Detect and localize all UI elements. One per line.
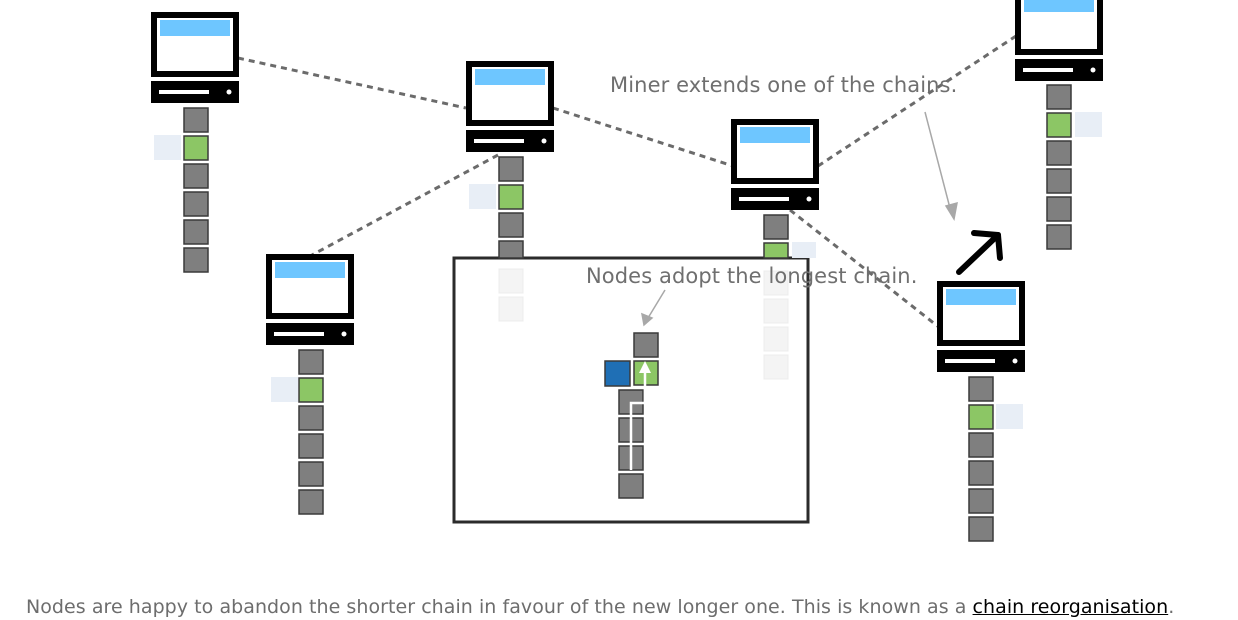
blockchain xyxy=(271,349,324,515)
block xyxy=(183,219,209,245)
network-link xyxy=(237,56,467,110)
block xyxy=(298,349,324,375)
network-links xyxy=(237,34,1017,330)
faded-block xyxy=(763,298,789,324)
pointer-arrowhead-icon xyxy=(641,312,654,327)
annotation-pointers xyxy=(641,111,958,327)
node-2 xyxy=(466,61,554,322)
network-link xyxy=(789,208,941,330)
reorg-path xyxy=(629,372,647,470)
block xyxy=(183,107,209,133)
orphan-block xyxy=(154,135,181,160)
block xyxy=(968,432,994,458)
block xyxy=(183,163,209,189)
faded-block xyxy=(498,296,524,322)
blockchain xyxy=(1046,84,1102,250)
network-link xyxy=(311,153,499,257)
reorg-arrowhead-icon xyxy=(639,361,651,373)
arrow-up-right-icon xyxy=(956,230,1003,275)
node-4 xyxy=(1015,0,1103,250)
orphan-block xyxy=(792,242,816,258)
block xyxy=(498,212,524,238)
orphan-block xyxy=(1075,112,1102,137)
network-link xyxy=(552,106,734,168)
blockchain xyxy=(968,376,1023,542)
block xyxy=(1046,196,1072,222)
block xyxy=(1046,140,1072,166)
zoomed-chain xyxy=(604,332,659,499)
block xyxy=(1046,112,1072,138)
block xyxy=(298,377,324,403)
blockchain xyxy=(469,156,524,322)
caption-text: Nodes are happy to abandon the shorter c… xyxy=(26,596,973,618)
block xyxy=(298,405,324,431)
block xyxy=(618,473,644,499)
pointer-line xyxy=(924,111,952,213)
orphan-block xyxy=(469,184,496,209)
annotation-nodes-adopt: Nodes adopt the longest chain. xyxy=(586,264,918,288)
new-block xyxy=(604,360,631,387)
computer-icon xyxy=(266,254,354,345)
computer-icon xyxy=(1015,0,1103,81)
faded-block xyxy=(763,326,789,352)
block xyxy=(763,214,789,240)
block xyxy=(183,247,209,273)
block xyxy=(498,240,524,259)
computer-icon xyxy=(151,12,239,103)
faded-block xyxy=(498,268,524,294)
block xyxy=(498,184,524,210)
block xyxy=(763,242,789,259)
block xyxy=(498,156,524,182)
node-5 xyxy=(266,254,354,515)
pointer-line xyxy=(647,289,666,319)
block xyxy=(968,488,994,514)
block xyxy=(968,376,994,402)
chain-reorganisation-link[interactable]: chain reorganisation xyxy=(972,596,1169,618)
block xyxy=(633,332,659,358)
blockchain xyxy=(154,107,209,273)
orphan-block xyxy=(271,377,298,402)
block xyxy=(183,191,209,217)
block xyxy=(298,489,324,515)
blockchain xyxy=(763,214,816,380)
network-link xyxy=(817,34,1017,168)
computer-icon xyxy=(731,119,819,210)
caption-period: . xyxy=(1168,596,1175,618)
faded-block xyxy=(763,270,789,296)
block xyxy=(183,135,209,161)
block xyxy=(1046,224,1072,250)
node-3 xyxy=(731,119,819,380)
block xyxy=(298,433,324,459)
block xyxy=(968,516,994,542)
faded-block xyxy=(763,354,789,380)
orphan-block xyxy=(996,404,1023,429)
computer-icon xyxy=(937,281,1025,372)
annotation-miner-extends: Miner extends one of the chains. xyxy=(610,73,958,97)
zoom-box xyxy=(452,256,810,524)
pointer-arrowhead-icon xyxy=(944,201,958,222)
block xyxy=(298,461,324,487)
block xyxy=(968,460,994,486)
caption: Nodes are happy to abandon the shorter c… xyxy=(26,596,1174,618)
block xyxy=(1046,168,1072,194)
node-1 xyxy=(151,12,239,273)
computer-icon xyxy=(466,61,554,152)
block xyxy=(1046,84,1072,110)
node-6-miner xyxy=(937,230,1025,542)
block xyxy=(968,404,994,430)
